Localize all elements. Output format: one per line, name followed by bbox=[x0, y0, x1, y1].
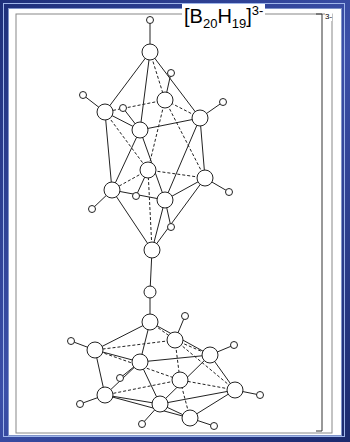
hydrogen-atom bbox=[226, 189, 233, 196]
cluster-bond bbox=[152, 178, 205, 250]
hydrogen-atom bbox=[120, 105, 127, 112]
boron-atom bbox=[182, 410, 198, 426]
subscript: 20 bbox=[203, 16, 217, 31]
superscript: 3- bbox=[252, 3, 264, 18]
boron-atom bbox=[227, 382, 243, 398]
hydrogen-atom bbox=[89, 206, 96, 213]
cluster-bond bbox=[105, 112, 148, 170]
boron-atom bbox=[132, 122, 148, 138]
white-panel bbox=[8, 8, 342, 436]
formula-part: H bbox=[217, 5, 231, 27]
subscript: 19 bbox=[232, 16, 246, 31]
hydrogen-atom bbox=[220, 99, 227, 106]
formula-part: [B bbox=[184, 5, 203, 27]
charge-bracket bbox=[316, 14, 322, 431]
boron-atom bbox=[152, 396, 168, 412]
scan-border bbox=[16, 14, 332, 433]
cluster-bond bbox=[140, 130, 165, 200]
cluster-bond bbox=[140, 118, 200, 130]
hydrogen-atom bbox=[80, 92, 87, 99]
cluster-bond bbox=[105, 100, 165, 112]
cluster-bond bbox=[150, 52, 200, 118]
cluster-bond bbox=[148, 170, 205, 178]
boron-atom bbox=[104, 182, 120, 198]
cluster-bond bbox=[140, 52, 150, 130]
hydrogen-atom bbox=[168, 224, 175, 231]
boron-atom bbox=[142, 314, 158, 330]
formula-part: ] bbox=[246, 5, 252, 27]
hydrogen-atom bbox=[211, 423, 218, 430]
boron-atom bbox=[132, 354, 148, 370]
hydrogen-atom bbox=[257, 392, 264, 399]
boron-atom bbox=[197, 170, 213, 186]
hydrogen-atom bbox=[147, 17, 154, 24]
formula-part: 3- bbox=[325, 12, 332, 21]
boron-atom bbox=[157, 92, 173, 108]
formula-title: [B20H19]3- bbox=[182, 4, 265, 31]
hydrogen-atom bbox=[117, 375, 124, 382]
hydrogen-atom bbox=[231, 342, 238, 349]
bridging-hydrogen bbox=[144, 286, 156, 298]
boron-atom bbox=[140, 162, 156, 178]
boron-atom bbox=[172, 372, 188, 388]
hydrogen-atom bbox=[133, 193, 140, 200]
cluster-bond bbox=[148, 100, 165, 170]
cluster-bond bbox=[105, 112, 112, 190]
hydrogen-atom bbox=[139, 421, 146, 428]
hydrogen-atom bbox=[182, 313, 189, 320]
hydrogen-atom bbox=[77, 401, 84, 408]
boron-atom bbox=[167, 332, 183, 348]
boron-atom bbox=[157, 192, 173, 208]
hydrogen-atom bbox=[68, 338, 75, 345]
cluster-bond bbox=[112, 190, 152, 250]
boron-atom bbox=[202, 347, 218, 363]
cluster-bond bbox=[105, 380, 180, 395]
cluster-bond bbox=[95, 340, 175, 350]
boron-atom bbox=[97, 104, 113, 120]
cluster-bond bbox=[148, 170, 152, 250]
boron-atom bbox=[97, 387, 113, 403]
charge-label: 3- bbox=[325, 12, 332, 21]
boron-atom bbox=[192, 110, 208, 126]
boron-atom bbox=[144, 242, 160, 258]
cluster-bond bbox=[112, 130, 140, 190]
cluster-bond bbox=[95, 322, 150, 350]
hydrogen-atom bbox=[168, 70, 175, 77]
cluster-bond bbox=[95, 350, 180, 380]
boron-atom bbox=[142, 44, 158, 60]
boron-atom bbox=[87, 342, 103, 358]
cluster-bond bbox=[105, 395, 190, 418]
